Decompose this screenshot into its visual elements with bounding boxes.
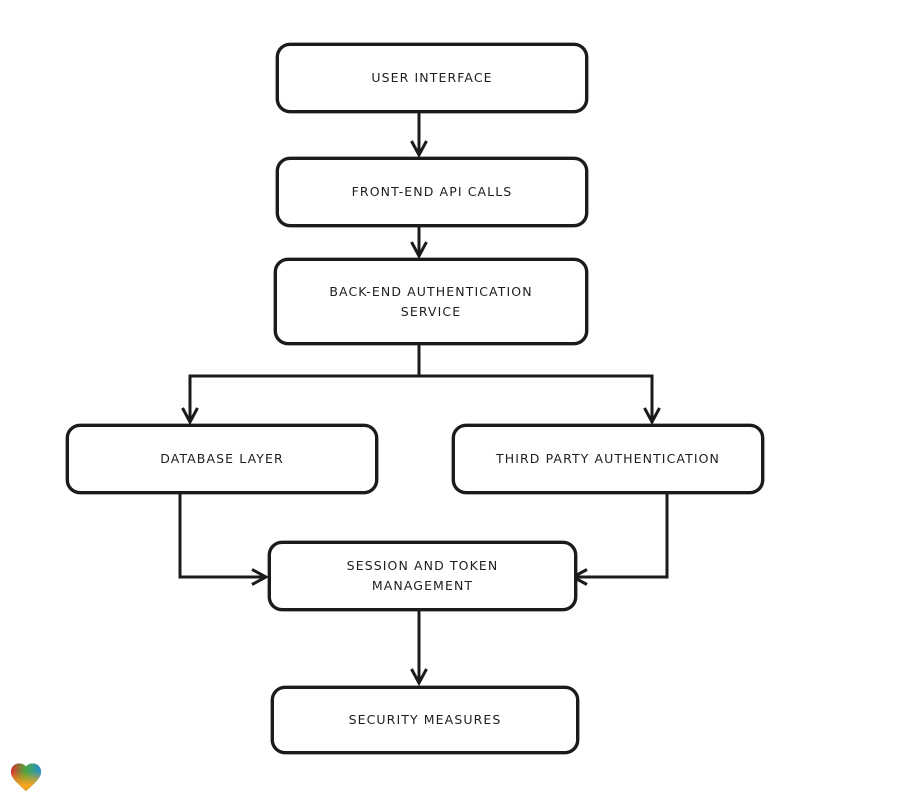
node-label: SECURITY MEASURES	[348, 712, 502, 727]
node-label: DATABASE LAYER	[160, 451, 284, 466]
edge-back-end-authentication-service-to-database-layer	[181, 339, 421, 426]
node-user-interface[interactable]: USER INTERFACE	[276, 43, 588, 113]
arrowhead-down-icon	[410, 668, 428, 687]
node-database-layer[interactable]: DATABASE LAYER	[66, 424, 378, 494]
edge-user-interface-to-front-end-api-calls	[410, 107, 428, 159]
arrowhead-right-icon	[251, 568, 270, 586]
edge-back-end-authentication-service-to-third-party-authentication	[419, 374, 661, 426]
node-label: THIRD PARTY AUTHENTICATION	[495, 451, 721, 466]
arrowhead-down-icon	[410, 241, 428, 260]
node-label: SESSION AND TOKEN MANAGEMENT	[346, 558, 499, 593]
node-front-end-api-calls[interactable]: FRONT-END API CALLS	[276, 157, 588, 227]
node-label: BACK-END AUTHENTICATION SERVICE	[329, 283, 533, 319]
node-third-party-authentication[interactable]: THIRD PARTY AUTHENTICATION	[452, 424, 764, 494]
arrowhead-down-icon	[643, 407, 661, 426]
arrowhead-down-icon	[410, 140, 428, 159]
node-label: USER INTERFACE	[371, 70, 493, 85]
edge-session-and-token-management-to-security-measures	[410, 605, 428, 687]
eraser-heart-logo	[11, 763, 41, 792]
node-back-end-authentication-service[interactable]: BACK-END AUTHENTICATION SERVICE	[274, 258, 588, 345]
node-security-measures[interactable]: SECURITY MEASURES	[271, 686, 579, 754]
arrowhead-down-icon	[181, 407, 199, 426]
edge-third-party-authentication-to-session-and-token-management	[569, 488, 669, 586]
node-session-and-token-management[interactable]: SESSION AND TOKEN MANAGEMENT	[268, 541, 577, 611]
node-label: FRONT-END API CALLS	[351, 184, 513, 199]
edge-database-layer-to-session-and-token-management	[178, 488, 270, 586]
